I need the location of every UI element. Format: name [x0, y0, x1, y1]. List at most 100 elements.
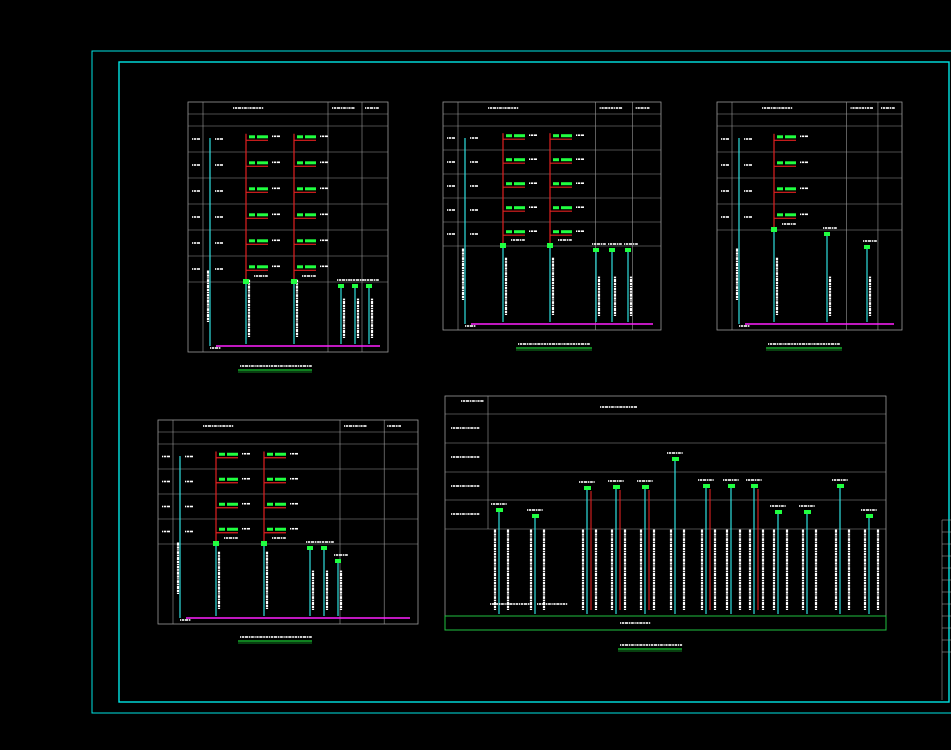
panel-2-feeder-box: [593, 248, 599, 252]
panel-3-meter-box: [777, 213, 783, 217]
main-circuit-box: [642, 485, 649, 489]
panel-1-meter-box: [297, 187, 303, 191]
panel-3-meter-box: [777, 161, 783, 165]
panel-4-meter-box: [219, 477, 225, 481]
inner-frame: [118, 61, 950, 703]
panel-3-meter-box: [791, 161, 796, 165]
panel-1-meter-box: [305, 135, 311, 139]
panel-3-meter-box: [777, 187, 783, 191]
panel-1-meter-box: [297, 135, 303, 139]
panel-4-meter-box: [233, 452, 238, 456]
panel-2-meter-box: [561, 134, 567, 138]
panel-4-meter-box: [275, 477, 281, 481]
panel-4-meter-box: [267, 477, 273, 481]
panel-4-meter-box: [267, 527, 273, 531]
panel-2-distribution-box: [500, 243, 506, 248]
main-circuit-box: [837, 484, 844, 488]
panel-2-meter-box: [567, 182, 572, 186]
panel-1-meter-box: [257, 213, 263, 217]
main-system-bus-strip: [444, 615, 887, 631]
panel-2-meter-box: [520, 158, 525, 162]
panel-1-meter-box: [249, 239, 255, 243]
panel-1-feeder-box: [352, 284, 358, 288]
main-circuit-box: [672, 457, 679, 461]
panel-3-border: [716, 101, 903, 331]
panel-4-meter-box: [281, 527, 286, 531]
panel-2-meter-box: [567, 230, 572, 234]
panel-1-meter-box: [297, 213, 303, 217]
panel-1-meter-box: [305, 187, 311, 191]
panel-4-meter-box: [227, 527, 233, 531]
panel-2-meter-box: [553, 206, 559, 210]
panel-1-distribution-box: [291, 279, 297, 284]
panel-3-meter-box: [777, 135, 783, 139]
panel-4-meter-box: [227, 477, 233, 481]
panel-4-meter-box: [219, 452, 225, 456]
panel-1-meter-box: [263, 135, 268, 139]
main-circuit-box: [728, 484, 735, 488]
panel-2-meter-box: [506, 230, 512, 234]
panel-1-feeder-box: [338, 284, 344, 288]
panel-3-meter-box: [791, 187, 796, 191]
panel-1-meter-box: [257, 187, 263, 191]
panel-1-meter-box: [305, 161, 311, 165]
panel-2-meter-box: [514, 134, 520, 138]
panel-4-meter-box: [227, 502, 233, 506]
panel-2-meter-box: [567, 134, 572, 138]
panel-4-feeder-box: [335, 559, 341, 563]
panel-1-meter-box: [297, 265, 303, 269]
panel-3-meter-box: [785, 161, 791, 165]
panel-1-meter-box: [311, 213, 316, 217]
panel-4-meter-box: [281, 452, 286, 456]
panel-2-meter-box: [561, 182, 567, 186]
panel-2-meter-box: [520, 206, 525, 210]
panel-2-meter-box: [514, 158, 520, 162]
panel-1-meter-box: [263, 239, 268, 243]
panel-1-meter-box: [311, 265, 316, 269]
panel-2-meter-box: [567, 206, 572, 210]
panel-1-meter-box: [263, 265, 268, 269]
panel-2-meter-box: [520, 182, 525, 186]
panel-1-meter-box: [257, 135, 263, 139]
panel-2-meter-box: [514, 206, 520, 210]
panel-2-meter-box: [567, 158, 572, 162]
panel-3-meter-box: [791, 213, 796, 217]
main-circuit-box: [613, 485, 620, 489]
main-circuit-box: [703, 484, 710, 488]
panel-2-meter-box: [520, 230, 525, 234]
panel-1-meter-box: [249, 187, 255, 191]
panel-3-feeder-box: [824, 232, 830, 236]
panel-2-meter-box: [514, 182, 520, 186]
panel-3-feeder-box: [864, 245, 870, 249]
panel-1-meter-box: [263, 213, 268, 217]
panel-4-meter-box: [275, 452, 281, 456]
panel-4-meter-box: [233, 477, 238, 481]
panel-2-distribution-box: [547, 243, 553, 248]
panel-1-meter-box: [249, 265, 255, 269]
panel-2-meter-box: [561, 158, 567, 162]
panel-4-feeder-box: [307, 546, 313, 550]
panel-1-meter-box: [305, 239, 311, 243]
panel-2-meter-box: [553, 134, 559, 138]
panel-4-meter-box: [267, 502, 273, 506]
panel-2-meter-box: [506, 206, 512, 210]
panel-1-meter-box: [311, 187, 316, 191]
panel-4-meter-box: [233, 502, 238, 506]
panel-3-distribution-box: [771, 227, 777, 232]
panel-1-meter-box: [249, 213, 255, 217]
panel-4-distribution-box: [213, 541, 219, 546]
panel-1-meter-box: [249, 161, 255, 165]
panel-2-meter-box: [506, 158, 512, 162]
panel-2-meter-box: [553, 230, 559, 234]
panel-1-meter-box: [311, 161, 316, 165]
panel-3-meter-box: [785, 187, 791, 191]
panel-2-meter-box: [506, 182, 512, 186]
main-circuit-box: [804, 510, 811, 514]
panel-3-meter-box: [791, 135, 796, 139]
panel-1-meter-box: [297, 239, 303, 243]
panel-4-meter-box: [219, 527, 225, 531]
panel-4-meter-box: [275, 502, 281, 506]
panel-4-meter-box: [219, 502, 225, 506]
